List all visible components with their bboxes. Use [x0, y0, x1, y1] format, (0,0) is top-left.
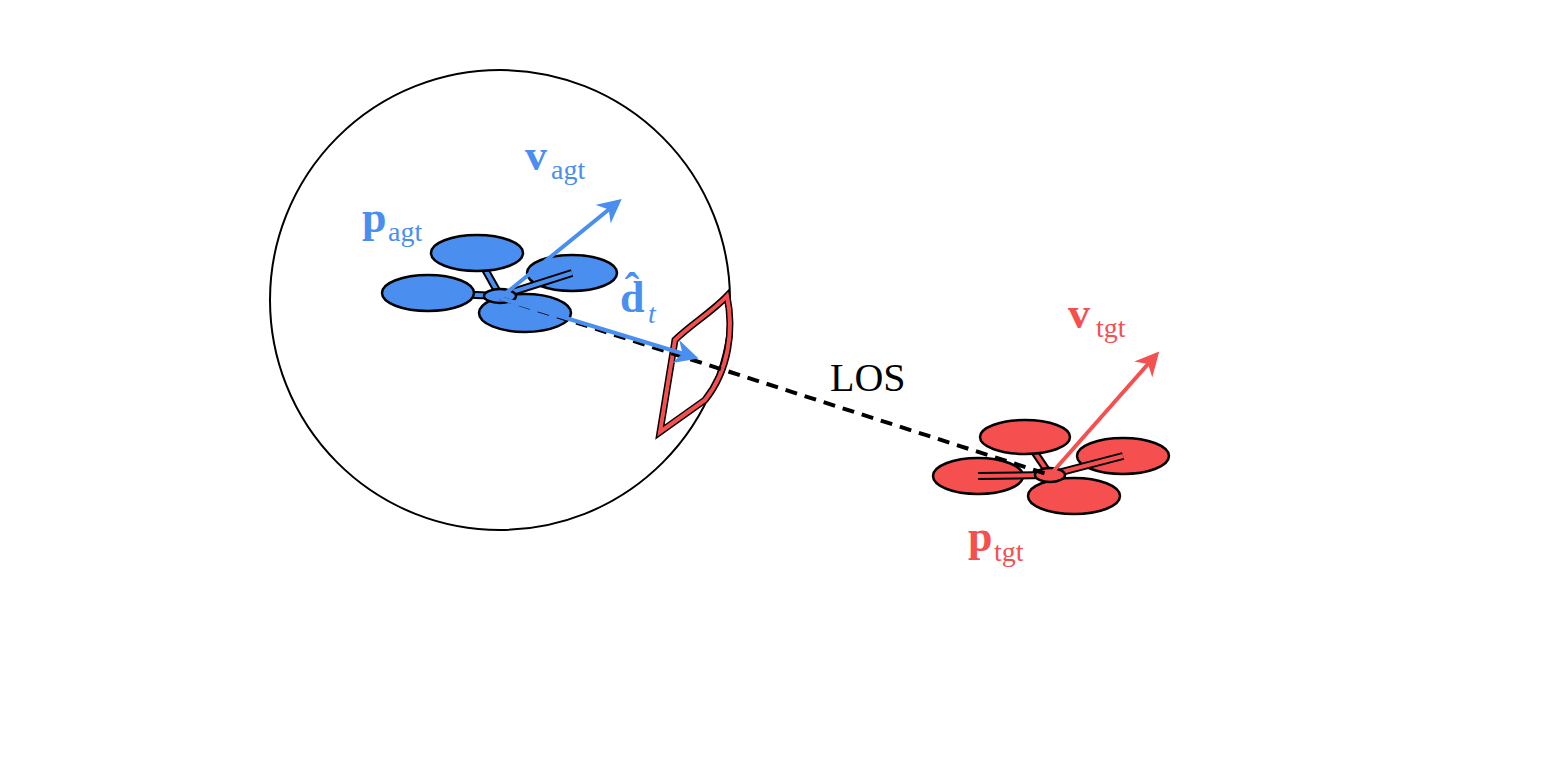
subscript: agt: [551, 156, 585, 184]
vector-symbol: p: [362, 196, 386, 240]
vector-symbol: d̂: [620, 276, 644, 320]
agent-drone: [382, 235, 617, 332]
subscript: t: [648, 300, 656, 328]
subscript: tgt: [1096, 314, 1126, 342]
vector-symbol: v: [1068, 292, 1090, 336]
los-line: [500, 298, 1050, 475]
sensing-sphere: [270, 70, 730, 530]
target-drone: [933, 420, 1169, 514]
vector-symbol: v: [525, 134, 547, 178]
agent-velocity: [500, 202, 618, 298]
los-label: LOS: [830, 358, 906, 398]
target-velocity: [1050, 355, 1156, 475]
direction-vector: [500, 298, 694, 357]
subscript: agt: [388, 218, 422, 246]
subscript: tgt: [994, 538, 1024, 566]
vector-symbol: p: [968, 515, 992, 559]
fov-patch-outline: [660, 296, 730, 432]
fov-patch: [660, 296, 730, 432]
